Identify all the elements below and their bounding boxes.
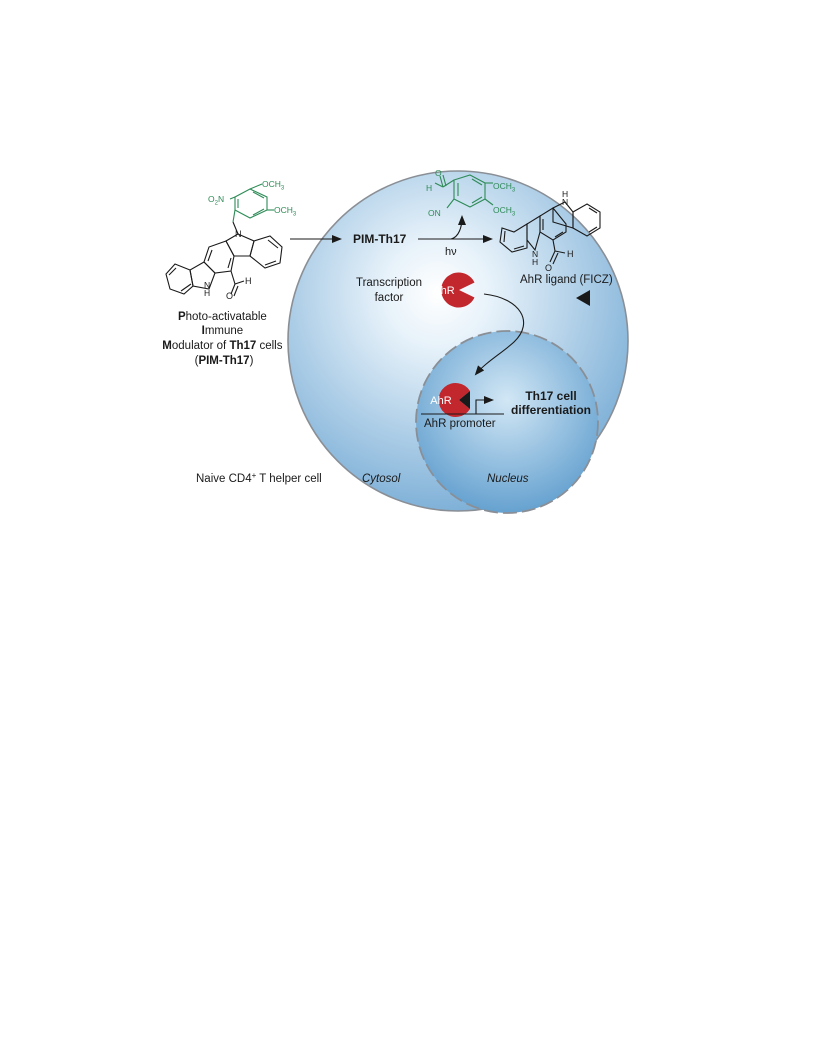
caption-segment: odulator of <box>172 340 230 352</box>
cell-type-label: Naive CD4+ T helper cell <box>196 471 322 485</box>
outcome-line-1: Th17 cell <box>525 389 576 403</box>
ficz-nh-bot-h: H <box>532 257 538 267</box>
ficz-nh-top-n: N <box>562 197 568 207</box>
pim-och3-right: OCH3 <box>274 205 297 218</box>
byp-ald-h: H <box>426 183 432 193</box>
caption-segment: cells <box>256 340 282 352</box>
pim-nh-h: H <box>204 288 210 298</box>
ahr-bound-label: AhR <box>430 395 451 407</box>
ahr-bound-ligand-icon <box>459 391 470 409</box>
pim-nitro: O2N <box>208 194 224 207</box>
outcome-line-2: differentiation <box>511 403 591 417</box>
ficz-nh-top-h: H <box>562 189 568 199</box>
byproduct-release-arrow <box>450 215 466 240</box>
translocation-arrow <box>474 293 525 376</box>
nucleus-envelope <box>415 330 599 514</box>
cytosol-label: Cytosol <box>362 473 401 485</box>
hv-label: hν <box>445 246 457 258</box>
pim-label: PIM-Th17 <box>353 232 407 246</box>
ficz-ald-o: O <box>545 263 552 273</box>
caption-segment: ) <box>250 355 254 367</box>
pim-och3-top: OCH3 <box>262 179 285 192</box>
pim-ald-o: O <box>226 291 233 301</box>
byp-och3-top: OCH3 <box>493 181 516 194</box>
byproduct-structure <box>434 174 494 209</box>
caption-segment: I <box>202 325 205 337</box>
ficz-nh-bot-n: N <box>532 249 538 259</box>
caption-segment: PIM-Th17 <box>198 355 249 367</box>
ahr-free-label: AhR <box>433 285 454 297</box>
byp-och3-bottom: OCH3 <box>493 205 516 218</box>
caption-segment: P <box>178 311 186 323</box>
caption-segment: mmune <box>205 325 243 337</box>
pim-th17-structure <box>165 183 283 297</box>
factor-label: factor <box>375 292 404 304</box>
pim-caption: Photo-activatable Immune Modulator of Th… <box>162 311 285 367</box>
ficz-structure <box>499 201 601 265</box>
caption-segment: Th17 <box>229 340 256 352</box>
ligand-label: AhR ligand (FICZ) <box>520 274 613 286</box>
pim-ald-h: H <box>245 276 252 286</box>
ficz-ald-h: H <box>567 249 574 259</box>
caption-segment: ( <box>195 355 199 367</box>
caption-segment: hoto-activatable <box>186 311 267 323</box>
byp-ald-o: O <box>435 168 442 178</box>
ahr-bound-shape <box>438 383 470 417</box>
pim-nh-n: N <box>204 280 210 290</box>
caption-segment: M <box>162 340 172 352</box>
ligand-triangle-icon <box>576 290 590 306</box>
promoter-label: AhR promoter <box>424 418 496 430</box>
transcription-label: Transcription <box>356 277 422 289</box>
nucleus-label: Nucleus <box>487 473 529 485</box>
transcription-start-arrow <box>475 396 494 414</box>
ahr-free-shape <box>441 272 475 308</box>
pim-ring-n: N <box>235 229 242 239</box>
byp-nitroso: ON <box>428 208 441 218</box>
